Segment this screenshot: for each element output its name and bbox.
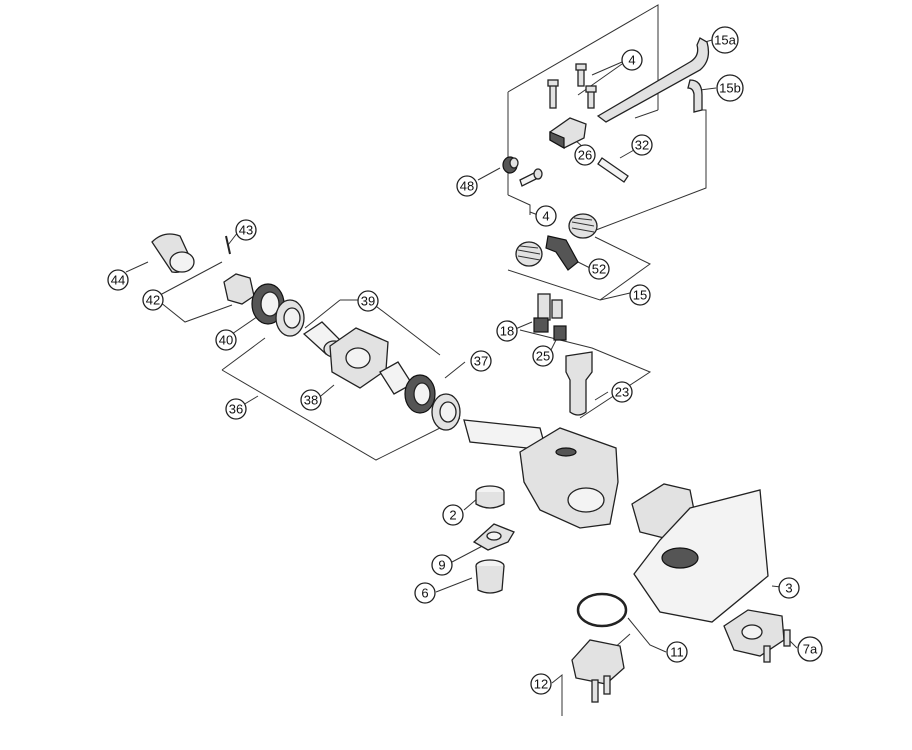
part-48-nut — [502, 156, 519, 174]
callout-label: 25 — [536, 349, 550, 364]
callout-44: 44 — [107, 269, 129, 291]
callout-label: 38 — [304, 393, 318, 408]
part-3-housing — [631, 483, 769, 623]
callout-4-mid: 4 — [535, 205, 557, 227]
callout-label: 4 — [628, 53, 635, 68]
callout-43: 43 — [235, 219, 257, 241]
part-18-25-pins — [533, 293, 567, 341]
part-37-seal — [379, 361, 461, 431]
part-26-block — [549, 117, 587, 150]
callout-9: 9 — [431, 554, 453, 576]
callout-label: 43 — [239, 223, 253, 238]
callout-label: 11 — [670, 645, 684, 660]
callout-label: 18 — [500, 324, 514, 339]
callout-48: 48 — [456, 175, 478, 197]
part-6-sleeve — [475, 559, 505, 594]
callout-label: 37 — [474, 354, 488, 369]
part-2-bushing — [475, 485, 505, 509]
callout-3: 3 — [778, 577, 800, 599]
callout-label: 15a — [714, 33, 736, 48]
part-7a-plate — [723, 609, 791, 663]
part-32-pin — [597, 157, 629, 183]
part-main-coupling-body — [463, 419, 619, 529]
callout-25: 25 — [532, 345, 554, 367]
callout-23: 23 — [611, 381, 633, 403]
callout-label: 42 — [146, 293, 160, 308]
callout-37: 37 — [470, 350, 492, 372]
part-43-pin — [225, 235, 231, 255]
callout-36: 36 — [225, 398, 247, 420]
callout-4-top: 4 — [621, 49, 643, 71]
callout-52: 52 — [588, 258, 610, 280]
callout-18: 18 — [496, 320, 518, 342]
callout-label: 44 — [111, 273, 125, 288]
callout-label: 3 — [785, 581, 792, 596]
part-23-sleeve — [565, 351, 593, 416]
callout-label: 4 — [542, 209, 549, 224]
callout-label: 9 — [438, 558, 445, 573]
callout-label: 12 — [534, 677, 548, 692]
callout-label: 26 — [578, 148, 592, 163]
callout-11: 11 — [666, 641, 688, 663]
callout-40: 40 — [215, 329, 237, 351]
callout-label: 32 — [635, 138, 649, 153]
part-4-bolts-top — [547, 63, 597, 109]
part-12-bracket — [571, 639, 625, 703]
callout-7a: 7a — [797, 636, 823, 662]
callout-12: 12 — [530, 673, 552, 695]
callout-label: 2 — [449, 508, 456, 523]
callout-label: 23 — [615, 385, 629, 400]
callout-42: 42 — [142, 289, 164, 311]
callout-label: 36 — [229, 402, 243, 417]
callout-6: 6 — [414, 582, 436, 604]
callout-15a: 15a — [711, 26, 739, 54]
callout-39: 39 — [357, 290, 379, 312]
callout-label: 48 — [460, 179, 474, 194]
callout-label: 39 — [361, 294, 375, 309]
part-42-nut — [223, 273, 255, 305]
part-15-lever — [596, 37, 710, 123]
part-44-cap — [151, 233, 195, 273]
callout-2: 2 — [442, 504, 464, 526]
part-4-bolt-mid — [519, 168, 543, 187]
callout-label: 15b — [719, 81, 741, 96]
callout-38: 38 — [300, 389, 322, 411]
callout-label: 40 — [219, 333, 233, 348]
callout-label: 52 — [592, 262, 606, 277]
callout-26: 26 — [574, 144, 596, 166]
part-52-springs — [515, 213, 598, 271]
callout-32: 32 — [631, 134, 653, 156]
callout-15: 15 — [629, 284, 651, 306]
callout-15b: 15b — [716, 74, 744, 102]
part-9-plate — [472, 523, 515, 551]
callout-label: 15 — [633, 288, 647, 303]
callout-label: 6 — [421, 586, 428, 601]
part-40-seal — [251, 283, 305, 337]
part-38-flange — [329, 327, 389, 389]
callout-label: 7a — [803, 642, 818, 657]
part-11-ring — [576, 592, 628, 628]
